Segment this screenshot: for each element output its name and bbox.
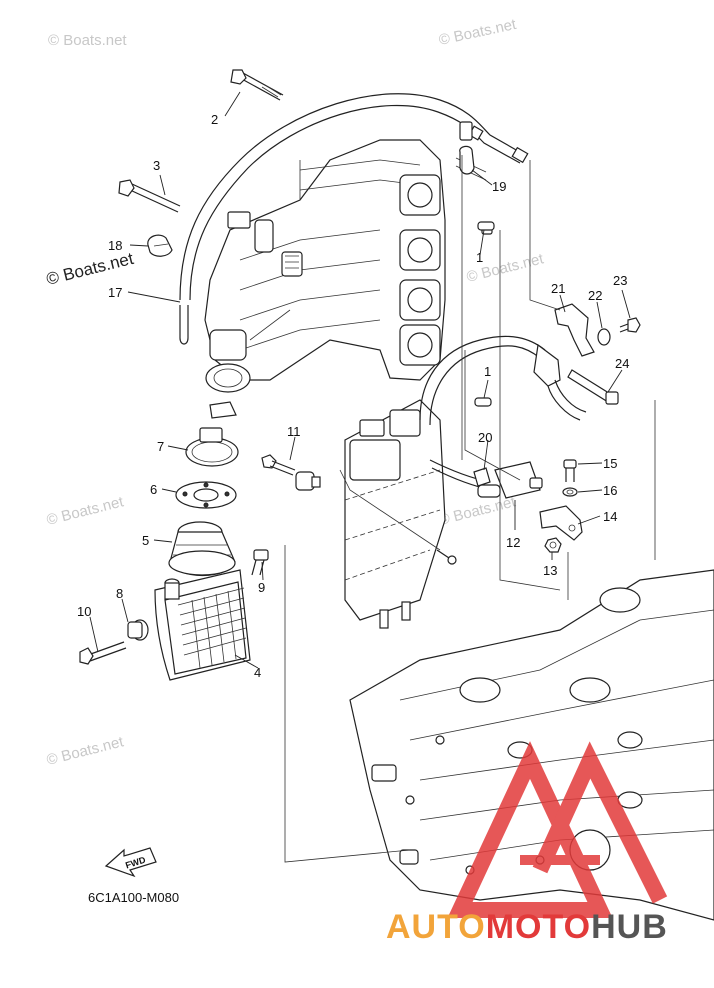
washer-16 — [562, 487, 578, 497]
clamp-20 — [473, 467, 491, 487]
callout-3: 3 — [153, 158, 160, 173]
silencer-4 — [154, 569, 251, 681]
logo-auto: AUTO — [386, 908, 486, 946]
bolt-11 — [261, 454, 296, 476]
bracket-14 — [539, 505, 583, 541]
callout-22: 22 — [588, 288, 602, 303]
fuel-hoses — [419, 335, 587, 491]
callout-23: 23 — [613, 273, 627, 288]
callout-1: 1 — [476, 250, 483, 265]
bolt-10 — [79, 641, 127, 665]
callout-5: 5 — [142, 533, 149, 548]
screw-22 — [619, 317, 641, 333]
callout-1: 1 — [484, 364, 491, 379]
callout-12: 12 — [506, 535, 520, 550]
silencer-grid — [177, 587, 247, 669]
callout-18: 18 — [108, 238, 122, 253]
gasket-6 — [175, 481, 237, 509]
callout-9: 9 — [258, 580, 265, 595]
callout-14: 14 — [603, 509, 617, 524]
collar-8 — [127, 619, 149, 641]
dowel-pin-1a — [477, 221, 495, 231]
callout-6: 6 — [150, 482, 157, 497]
cable-tie-24 — [567, 369, 619, 405]
watermark: © Boats.net — [44, 249, 135, 289]
callout-10: 10 — [77, 604, 91, 619]
clamp-7 — [185, 427, 239, 467]
cylinder-block — [349, 569, 714, 921]
boot-5 — [168, 521, 236, 577]
logo-moto: MOTO — [486, 908, 591, 946]
callout-17: 17 — [108, 285, 122, 300]
callout-15: 15 — [603, 456, 617, 471]
callout-11: 11 — [287, 424, 301, 439]
callout-8: 8 — [116, 586, 123, 601]
callout-20: 20 — [478, 430, 492, 445]
valve-12 — [477, 461, 543, 499]
intake-manifold — [204, 121, 493, 419]
callout-24: 24 — [615, 356, 629, 371]
logo-hub: HUB — [591, 908, 668, 946]
logo-text: AUTOMOTOHUB — [386, 908, 668, 946]
watermark: © Boats.net — [45, 733, 126, 769]
callouts: 1 1 2 3 4 5 6 7 8 9 10 11 12 13 14 15 16… — [77, 112, 629, 680]
logo-mark — [447, 741, 668, 918]
bolt-15 — [563, 459, 577, 482]
grommet-23 — [597, 328, 611, 346]
bolt-3 — [118, 179, 181, 213]
reference-lines — [249, 155, 656, 863]
vapor-separator — [344, 399, 457, 629]
callout-4: 4 — [254, 665, 261, 680]
dowel-pin-1b — [474, 397, 492, 407]
nut-13 — [544, 537, 562, 553]
bolt-2 — [230, 69, 284, 101]
callout-21: 21 — [551, 281, 565, 296]
callout-13: 13 — [543, 563, 557, 578]
callout-16: 16 — [603, 483, 617, 498]
bracket-21 — [554, 303, 595, 357]
bolt-9 — [251, 549, 269, 576]
callout-19: 19 — [492, 179, 506, 194]
fwd-arrow-icon: FWD — [104, 847, 157, 878]
model-code: 6C1A100-M080 — [88, 890, 179, 905]
watermark: © Boats.net — [48, 32, 127, 49]
watermark: © Boats.net — [45, 493, 126, 529]
automotohub-logo: AUTOMOTOHUB — [386, 741, 668, 946]
callout-7: 7 — [157, 439, 164, 454]
watermark: © Boats.net — [437, 16, 518, 49]
callout-2: 2 — [211, 112, 218, 127]
hose-17 — [179, 305, 189, 345]
clamp-18 — [147, 234, 173, 257]
grommet — [295, 471, 321, 491]
leader-lines — [89, 91, 631, 669]
